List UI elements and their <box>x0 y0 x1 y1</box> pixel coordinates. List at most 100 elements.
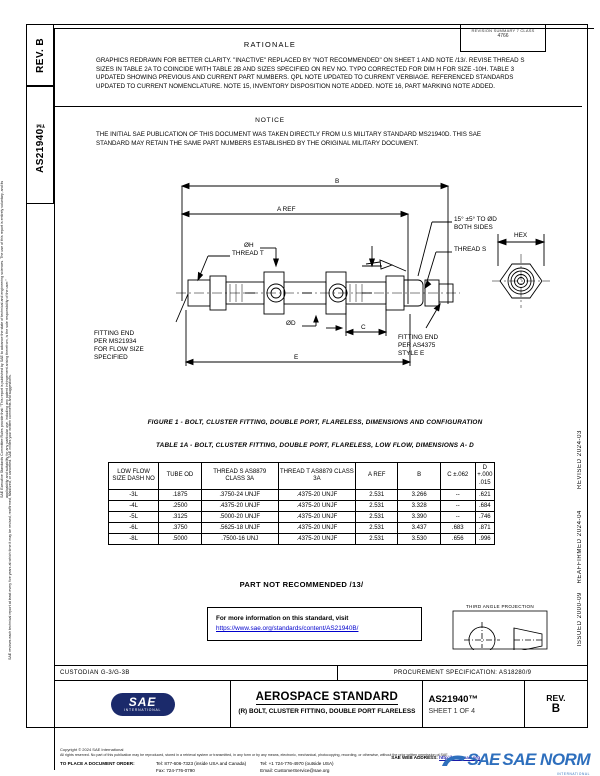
table-cell: 2.531 <box>354 522 399 535</box>
margin-note-review-policy: SAE reviews each technical report at lea… <box>8 374 12 660</box>
table-cell: 2.531 <box>354 533 399 546</box>
thread-s-label: THREAD S <box>454 246 487 253</box>
date-revised: REVISED 2024-03 <box>577 430 583 490</box>
table-header-cell: TUBE OD <box>158 461 202 491</box>
dimension-label-c: C <box>361 324 366 331</box>
table-cell: 3.530 <box>397 533 441 546</box>
table-header-cell: A REF <box>354 461 399 491</box>
sae-logo-subtext: INTERNATIONAL <box>123 708 162 712</box>
revision-summary-box: REVISION SUMMARY 7 CLASS 4766 <box>460 25 546 52</box>
standard-link[interactable]: https://www.sae.org/standards/content/AS… <box>216 625 359 632</box>
order-contact-intl: Tel: +1 724-776-4970 (outside USA) Email… <box>260 761 333 774</box>
table-cell: 2.531 <box>354 489 399 502</box>
sae-logo-text: SAE <box>128 695 157 709</box>
table-cell: 3.266 <box>397 489 441 502</box>
table-cell: -- <box>439 489 476 502</box>
more-information-box: For more information on this standard, v… <box>207 607 422 641</box>
revision-summary-line1: REVISION SUMMARY 7 CLASS <box>471 28 535 33</box>
diameter-d-label: ØD <box>286 320 296 327</box>
table-cell: -4L <box>107 500 160 513</box>
table-cell: .746 <box>474 511 496 524</box>
not-recommended-notice: PART NOT RECOMMENDED /13/ <box>239 580 364 589</box>
table-body: -3L .1875 .3750-24 UNJF .4375-20 UNJF 2.… <box>107 489 496 546</box>
rationale-heading: RATIONALE <box>243 40 297 49</box>
part-number-stub-label: AS21940™ <box>34 117 46 173</box>
revision-stub: REV. B <box>26 24 54 86</box>
sae-swoosh-icon <box>442 755 467 766</box>
table-header-cell: THREAD T AS8879 CLASS 3A <box>277 461 357 491</box>
order-label: TO PLACE A DOCUMENT ORDER: <box>60 761 135 767</box>
order-info: TO PLACE A DOCUMENT ORDER: Tel: 877-606-… <box>60 761 480 774</box>
table-cell: .4375-20 UNJF <box>277 500 357 513</box>
table-cell: .4375-20 UNJF <box>277 511 357 524</box>
document-number-cell: AS21940™ SHEET 1 OF 4 <box>422 681 523 727</box>
fax-us: Fax: 724-776-0790 <box>156 767 195 773</box>
table-cell: .684 <box>474 500 496 513</box>
sheet-number: SHEET 1 OF 4 <box>428 707 476 715</box>
table-cell: .656 <box>439 533 476 546</box>
table-header-row: LOW FLOW SIZE DASH NO TUBE OD THREAD S A… <box>107 461 496 491</box>
page-footer: Copyright © 2024 SAE International All r… <box>60 747 480 774</box>
table-cell: .4375-20 UNJF <box>200 500 279 513</box>
table-header-cell: B <box>397 461 441 491</box>
table-cell: .4375-20 UNJF <box>277 489 357 502</box>
document-number: AS21940™ <box>428 693 479 705</box>
more-information-text: For more information on this standard, v… <box>216 615 349 622</box>
dimension-label-a-ref: A REF <box>277 206 296 213</box>
table-row: -6L .3750 .5625-18 UNJF .4375-20 UNJF 2.… <box>107 522 496 535</box>
dimensions-table: LOW FLOW SIZE DASH NO TUBE OD THREAD S A… <box>107 461 496 546</box>
table-cell: 2.531 <box>354 511 399 524</box>
rationale-notice-divider <box>54 106 582 107</box>
table-cell: .5000-20 UNJF <box>200 511 279 524</box>
table-cell: .5000 <box>158 533 202 546</box>
drawing-frame-inner <box>54 28 594 770</box>
title-block: CUSTODIAN G-3/G-3B PROCUREMENT SPECIFICA… <box>54 665 588 728</box>
notice-text: THE INITIAL SAE PUBLICATION OF THIS DOCU… <box>96 131 481 147</box>
table-cell: .1875 <box>158 489 202 502</box>
table-cell: -8L <box>107 533 160 546</box>
dimensions-table-wrapper: LOW FLOW SIZE DASH NO TUBE OD THREAD S A… <box>107 461 496 546</box>
table-header-cell: THREAD S AS8879 CLASS 3A <box>200 461 279 491</box>
standard-title-cell: AEROSPACE STANDARD (R) BOLT, CLUSTER FIT… <box>230 681 422 727</box>
table-cell: -3L <box>107 489 160 502</box>
table-row: -3L .1875 .3750-24 UNJF .4375-20 UNJF 2.… <box>107 489 496 502</box>
table-cell: .683 <box>439 522 476 535</box>
engineering-drawing: B A REF THREAD T ØH 15° ±5° TO ØD BOTH S… <box>80 176 580 411</box>
watermark-subtext: INTERNATIONAL <box>556 772 590 776</box>
table-cell: .2500 <box>158 500 202 513</box>
rights-text: All rights reserved. No part of this pub… <box>60 753 449 758</box>
drawing-svg <box>175 182 550 366</box>
procurement-spec-cell: PROCUREMENT SPECIFICATION: AS18280/9 <box>337 666 588 680</box>
tel-intl: Tel: +1 724-776-4970 (outside USA) <box>260 761 334 767</box>
custodian-cell: CUSTODIAN G-3/G-3B <box>54 666 337 680</box>
notice-heading: NOTICE <box>255 117 285 124</box>
table-cell: .996 <box>474 533 496 546</box>
table-cell: -5L <box>107 511 160 524</box>
revision-summary-line2: 4766 <box>497 33 509 39</box>
table-header-cell: D +.000 .015 <box>474 461 496 491</box>
table-cell: .4375-20 UNJF <box>277 533 357 546</box>
table-cell: .3750-24 UNJF <box>200 489 279 502</box>
sae-norm-watermark: SAE SAE NORM <box>441 750 590 772</box>
table-cell: .5625-18 UNJF <box>200 522 279 535</box>
table-cell: .621 <box>474 489 496 502</box>
table-header-cell: C ±.062 <box>439 461 476 491</box>
revision-value: B <box>551 703 561 715</box>
projection-svg <box>452 610 548 654</box>
fitting-end-left-note: FITTING END PER MS21934 FOR FLOW SIZE SP… <box>94 330 144 361</box>
table-cell: .3125 <box>158 511 202 524</box>
table-head: LOW FLOW SIZE DASH NO TUBE OD THREAD S A… <box>107 461 496 491</box>
title-block-row-main: SAE INTERNATIONAL AEROSPACE STANDARD (R)… <box>54 680 588 728</box>
sae-logo: SAE INTERNATIONAL <box>110 692 175 716</box>
aerospace-standard-title: AEROSPACE STANDARD <box>255 691 399 706</box>
date-issued: ISSUED 2000-09 <box>577 592 583 647</box>
watermark-norm-text: SAE NORM <box>502 750 590 769</box>
revision-stub-label: REV. B <box>34 37 46 73</box>
title-block-row-custodian: CUSTODIAN G-3/G-3B PROCUREMENT SPECIFICA… <box>54 665 588 680</box>
table-caption: TABLE 1A - BOLT, CLUSTER FITTING, DOUBLE… <box>156 442 474 449</box>
part-number-stub: AS21940™ <box>26 86 54 204</box>
figure-caption: FIGURE 1 - BOLT, CLUSTER FITTING, DOUBLE… <box>147 419 483 426</box>
table-row: -5L .3125 .5000-20 UNJF .4375-20 UNJF 2.… <box>107 511 496 524</box>
copyright-text: Copyright © 2024 SAE International <box>60 746 124 752</box>
thread-t-label: THREAD T <box>232 250 264 257</box>
